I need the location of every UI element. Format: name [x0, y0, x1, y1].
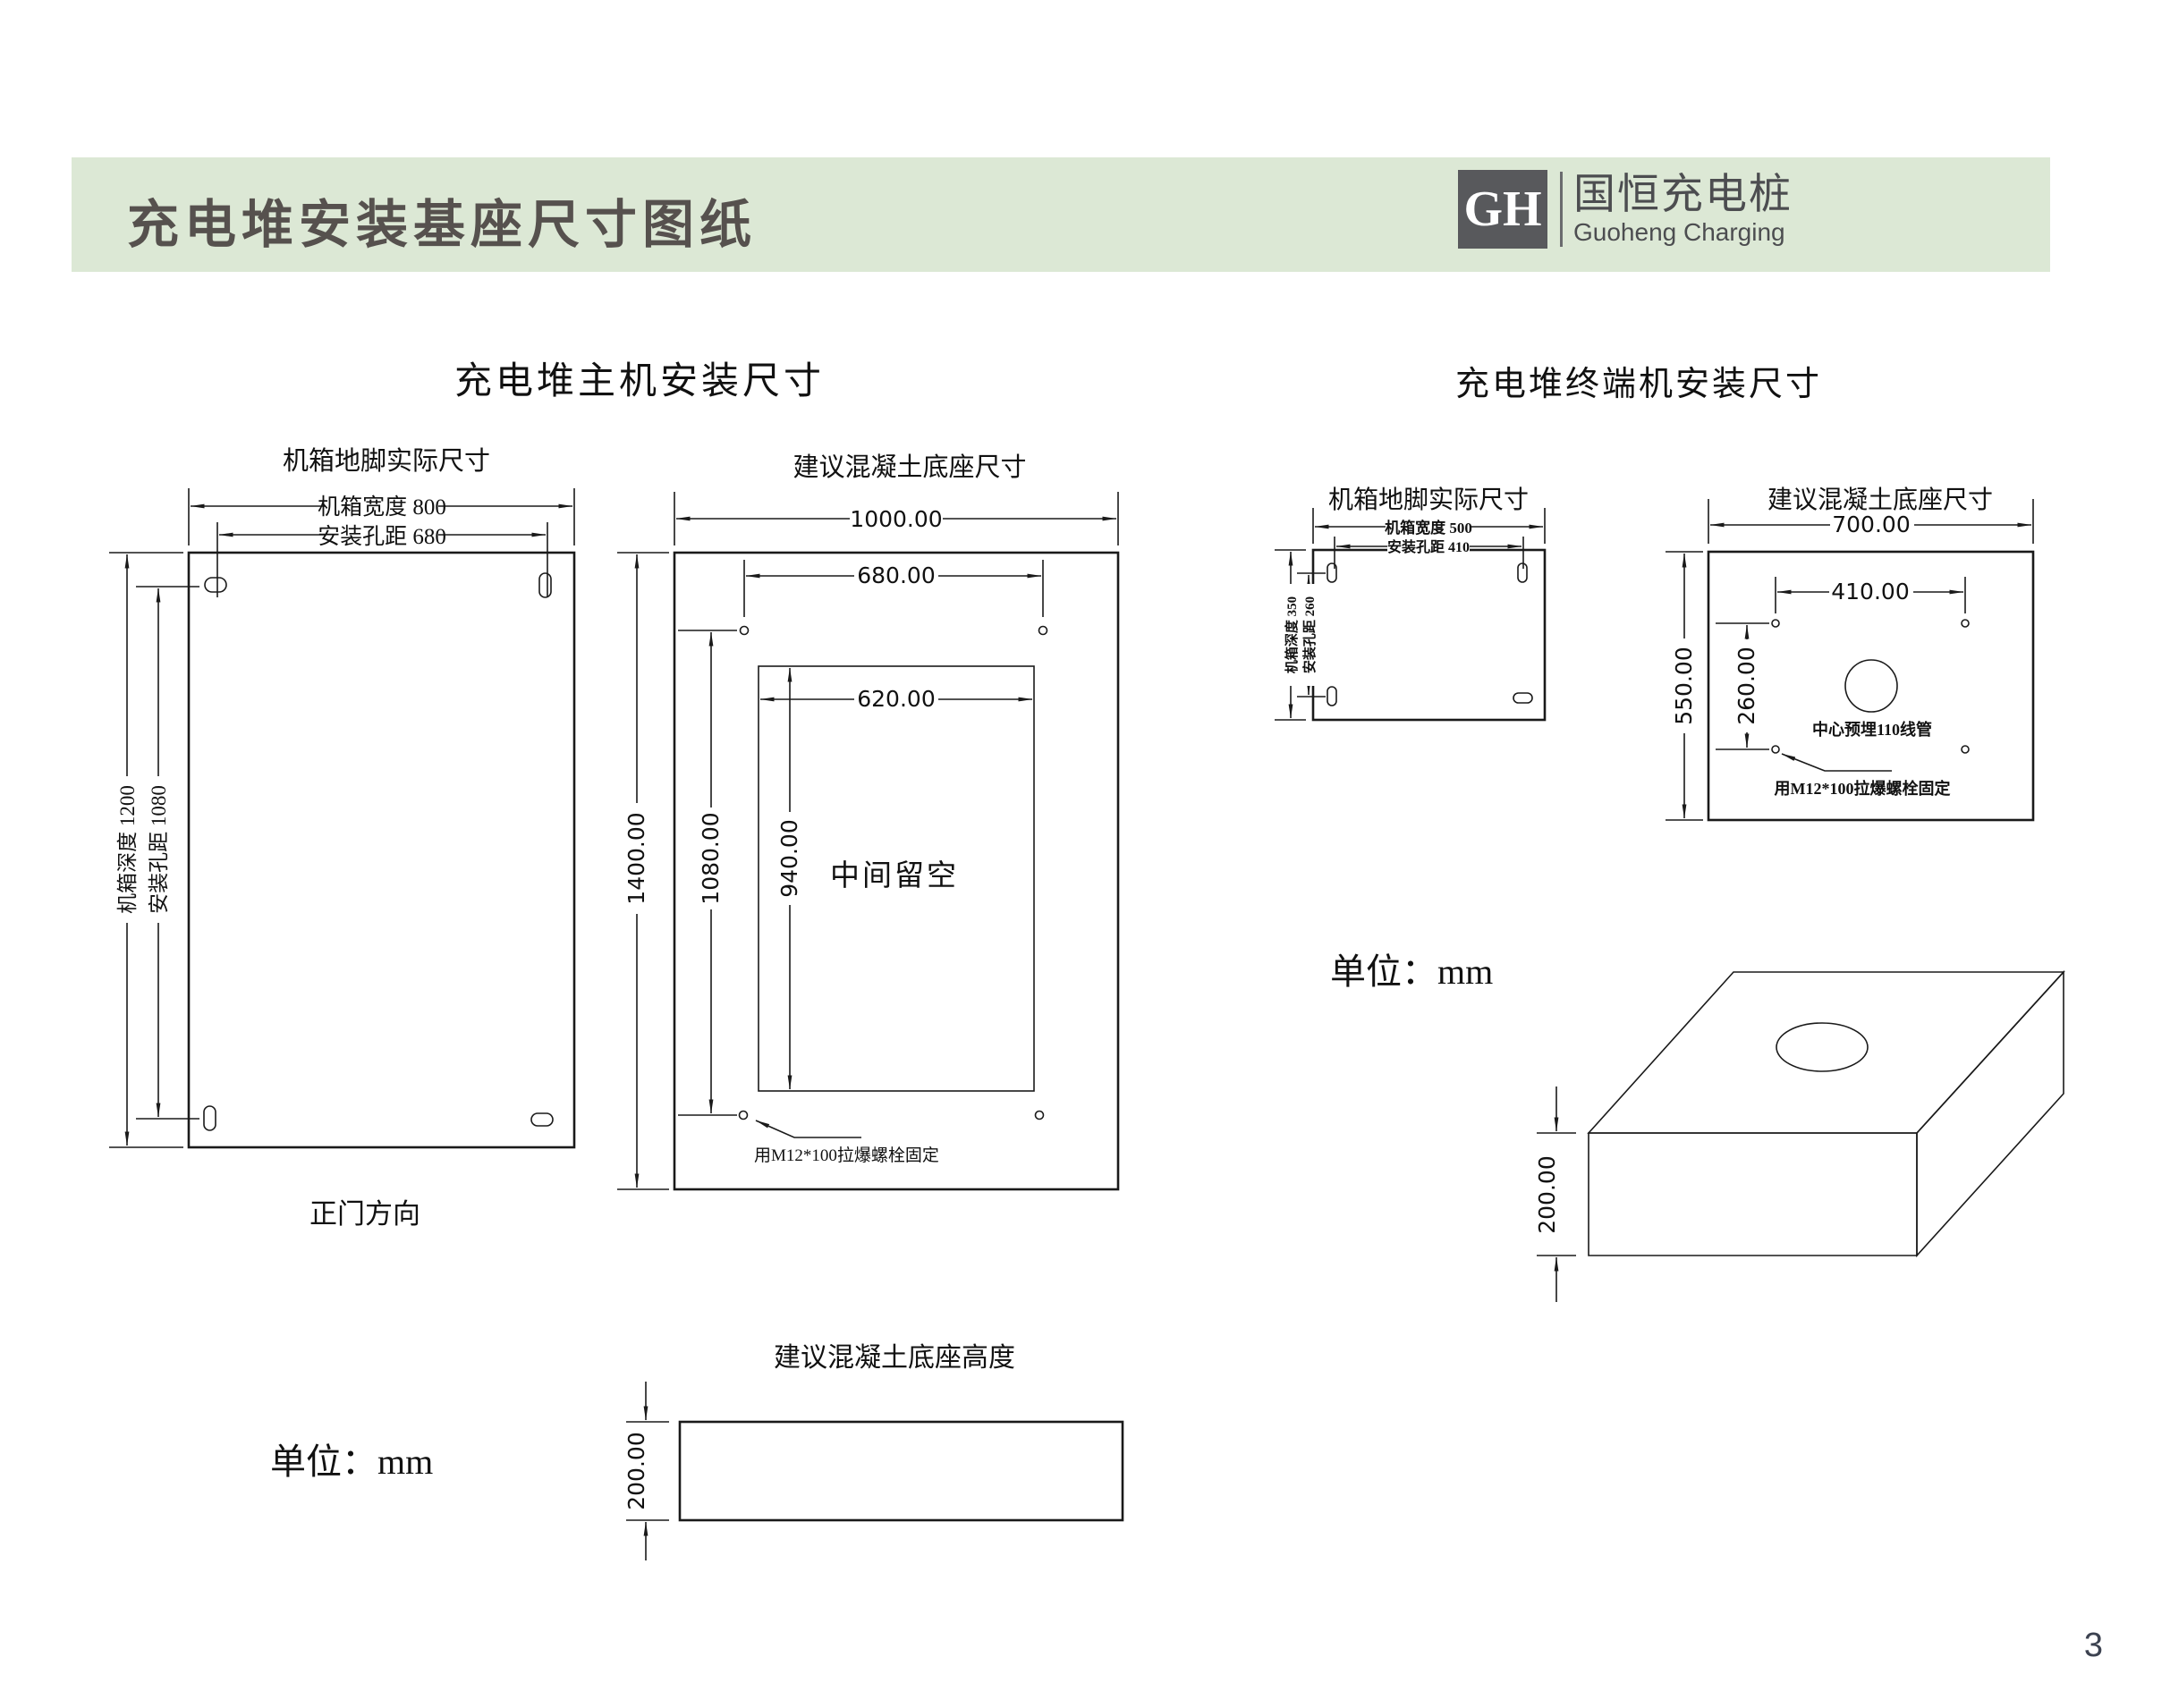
anchor-hole [1771, 619, 1780, 628]
iso-right-face [1916, 969, 2064, 1258]
base-side-outline [678, 1420, 1124, 1522]
dim-cabinet-width: 机箱宽度 500 [1385, 519, 1472, 537]
header-band: 充电堆安装基座尺寸图纸 GH 国恒充电桩 Guoheng Charging [72, 157, 2050, 272]
clearance-note: 中间留空 [830, 859, 959, 892]
logo-name-en: Guoheng Charging [1573, 217, 1785, 246]
dim-cabinet-hole-d: 安装孔距 260 [1301, 596, 1318, 673]
base-height-diagram: 建议混凝土底座高度 200.00 [623, 1343, 1124, 1560]
terminal-unit-section: 充电堆终端机安装尺寸 机箱地脚实际尺寸 建议混凝土底座尺寸 机箱宽度 500 [1275, 366, 2065, 1302]
iso-front-face [1588, 1132, 1918, 1256]
slot-hole [1513, 692, 1533, 704]
leader-line [755, 1120, 861, 1138]
dim-iso-height: 200.00 [1534, 1155, 1560, 1233]
main-cabinet-diagram: 机箱宽度 800 安装孔距 680 机箱深度 1200 安装孔距 1080 [109, 488, 576, 1230]
terminal-section-title: 充电堆终端机安装尺寸 [1455, 366, 1822, 403]
unit-label: 单位：mm [1330, 951, 1493, 992]
conduit-hole [1844, 659, 1898, 713]
logo-divider [1560, 172, 1563, 247]
base-height-title: 建议混凝土底座高度 [774, 1343, 1015, 1373]
dim-clearance-height: 940.00 [776, 819, 802, 897]
dim-cabinet-width: 机箱宽度 800 [318, 495, 446, 520]
base-outline [1707, 550, 2035, 822]
iso-top-face [1587, 971, 2065, 1134]
company-logo: GH 国恒充电桩 Guoheng Charging [1458, 170, 1793, 249]
anchor-hole [739, 625, 750, 636]
anchor-hole [1961, 745, 1970, 754]
dim-base-hole-h: 1080.00 [698, 812, 724, 904]
dim-clearance-width: 620.00 [857, 686, 935, 712]
dim-base-height: 1400.00 [623, 812, 649, 904]
dim-base-hole-w: 680.00 [857, 562, 935, 588]
dim-base-thickness: 200.00 [623, 1432, 649, 1509]
front-door-label: 正门方向 [309, 1198, 420, 1230]
main-base-diagram: 1000.00 680.00 620.00 [617, 492, 1120, 1191]
dim-base-hole-h: 260.00 [1733, 647, 1759, 724]
bolt-note: 用M12*100拉爆螺栓固定 [1775, 779, 1951, 798]
dim-cabinet-depth: 机箱深度 350 [1284, 596, 1300, 673]
dim-cabinet-hole-w: 安装孔距 680 [318, 524, 446, 549]
dim-base-width: 1000.00 [850, 506, 942, 532]
logo-gh-icon: GH [1458, 170, 1547, 249]
anchor-hole [1961, 619, 1970, 628]
dim-base-height: 550.00 [1671, 647, 1697, 724]
slot-hole [530, 1112, 554, 1127]
slot-hole [204, 577, 227, 593]
base-outline [673, 551, 1120, 1191]
dim-base-width: 700.00 [1832, 512, 1910, 537]
terminal-base-isometric: 200.00 [1534, 969, 2065, 1302]
cabinet-outline [187, 551, 576, 1149]
terminal-base-diagram: 700.00 550.00 410.00 [1666, 499, 2035, 822]
anchor-hole [738, 1110, 749, 1120]
page-title: 充电堆安装基座尺寸图纸 [127, 196, 758, 254]
main-cabinet-label: 机箱地脚实际尺寸 [283, 446, 490, 476]
logo-text: 国恒充电桩 Guoheng Charging [1573, 171, 1793, 246]
logo-name-cn: 国恒充电桩 [1573, 171, 1793, 218]
dim-cabinet-hole-w: 安装孔距 410 [1387, 538, 1470, 555]
iso-conduit-hole [1776, 1022, 1869, 1072]
slot-hole [203, 1105, 216, 1131]
main-base-label: 建议混凝土底座尺寸 [793, 452, 1026, 482]
bolt-note: 用M12*100拉爆螺栓固定 [754, 1146, 939, 1165]
dim-cabinet-hole-d: 安装孔距 1080 [148, 785, 170, 914]
clearance-outline [758, 665, 1035, 1092]
slot-hole [1327, 562, 1337, 583]
dim-base-hole-w: 410.00 [1831, 579, 1909, 605]
anchor-hole [1034, 1110, 1045, 1120]
terminal-base-label: 建议混凝土底座尺寸 [1767, 486, 1993, 514]
leader-line [1781, 753, 1892, 772]
main-section-title: 充电堆主机安装尺寸 [454, 361, 825, 402]
slot-hole [538, 572, 552, 598]
terminal-cabinet-diagram: 机箱宽度 500 安装孔距 410 机箱深度 350 安装孔距 260 [1275, 508, 1547, 722]
unit-label: 单位：mm [270, 1442, 433, 1482]
dim-cabinet-depth: 机箱深度 1200 [116, 785, 139, 914]
slot-hole [1517, 562, 1528, 583]
terminal-cabinet-label: 机箱地脚实际尺寸 [1328, 486, 1529, 514]
slot-hole [1327, 686, 1337, 706]
main-unit-section: 充电堆主机安装尺寸 机箱地脚实际尺寸 建议混凝土底座尺寸 机箱宽度 800 [109, 361, 1124, 1560]
anchor-hole [1771, 745, 1780, 754]
cabinet-outline [1311, 548, 1547, 722]
conduit-note: 中心预埋110线管 [1812, 720, 1932, 739]
page-number: 3 [2083, 1627, 2103, 1664]
anchor-hole [1038, 625, 1048, 636]
